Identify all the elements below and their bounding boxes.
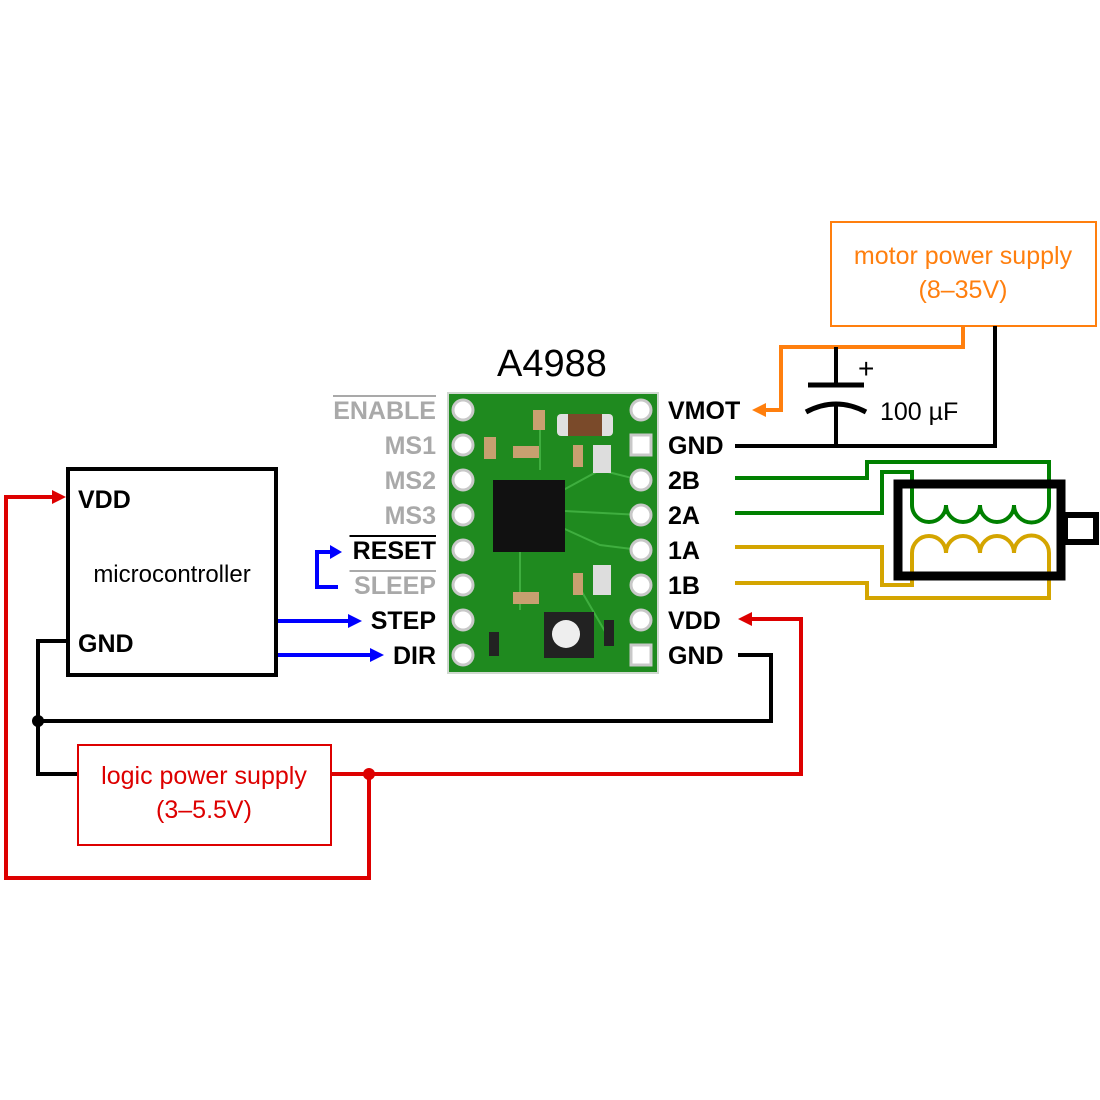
arrow-icon (330, 545, 342, 559)
coil-a (910, 533, 1051, 554)
pin-label-gnd: GND (668, 642, 724, 670)
pin-left (451, 398, 475, 422)
logic-power-supply: logic power supply (3–5.5V) (77, 744, 332, 846)
chip-title: A4988 (497, 343, 607, 385)
logic-supply-label: logic power supply (101, 762, 307, 790)
pin-label-vmot: VMOT (668, 397, 740, 425)
board-pins (451, 398, 653, 667)
logic-supply-voltage: (3–5.5V) (156, 796, 252, 824)
arrow-icon (752, 403, 766, 417)
pin-label-1b: 1B (668, 572, 700, 600)
coil-b-wires (735, 460, 1051, 525)
pin-label-step: STEP (371, 607, 436, 635)
capacitor-polarity: + (858, 353, 874, 384)
arrow-icon (348, 614, 362, 628)
mcu-vdd-label: VDD (78, 486, 131, 514)
mcu-name: microcontroller (93, 561, 250, 588)
pin-right (629, 538, 653, 562)
pin-label-dir: DIR (393, 642, 436, 670)
logic-gnd-wires (32, 639, 773, 776)
driver-ic (493, 480, 565, 552)
microcontroller: VDD microcontroller GND (66, 467, 278, 677)
mcu-gnd-label: GND (78, 630, 134, 658)
pin-left (451, 433, 475, 457)
motor-gnd-wire (735, 326, 997, 448)
pin-label-gnd: GND (668, 432, 724, 460)
pin-right (629, 608, 653, 632)
capacitor: + 100 µF (804, 347, 958, 446)
motor-supply-label: motor power supply (854, 242, 1073, 270)
motor-supply-voltage: (8–35V) (919, 276, 1008, 304)
pin-label-ms3: MS3 (385, 502, 436, 530)
coil-a-wires (735, 533, 1051, 600)
motor-shaft (1062, 512, 1099, 545)
pin-left (451, 573, 475, 597)
pin-left (451, 643, 475, 667)
arrow-icon (738, 612, 752, 626)
pin-label-reset: RESET (353, 537, 436, 565)
pin-label-1a: 1A (668, 537, 700, 565)
pin-left (451, 468, 475, 492)
junction-dot (363, 768, 375, 780)
pin-label-2a: 2A (668, 502, 700, 530)
pin-label-sleep: SLEEP (354, 572, 436, 600)
pin-label-2b: 2B (668, 467, 700, 495)
pin-right (629, 468, 653, 492)
pin-left (451, 503, 475, 527)
junction-dot (32, 715, 44, 727)
reset-sleep-jumper (315, 545, 342, 589)
right-pin-labels: VMOT GND 2B 2A 1A 1B VDD GND (668, 397, 740, 670)
motor-power-supply: motor power supply (8–35V) (830, 221, 1097, 327)
logic-vdd-wires (4, 490, 803, 880)
pin-label-ms2: MS2 (385, 467, 436, 495)
pin-label-vdd: VDD (668, 607, 721, 635)
pin-right (629, 503, 653, 527)
capacitor-value: 100 µF (880, 398, 958, 426)
pin-label-ms1: MS1 (385, 432, 437, 460)
step-dir-wires (277, 614, 384, 662)
pin-right (629, 398, 653, 422)
pin-right (629, 573, 653, 597)
pin-right-square (629, 433, 653, 457)
pin-left (451, 538, 475, 562)
vmot-wire (752, 326, 965, 417)
coil-b (910, 504, 1051, 525)
a4988-board (447, 392, 659, 674)
stepper-motor (893, 479, 1099, 581)
arrow-icon (370, 648, 384, 662)
pin-left (451, 608, 475, 632)
pin-right-square (629, 643, 653, 667)
pin-label-enable: ENABLE (333, 397, 436, 425)
arrow-icon (52, 490, 66, 504)
